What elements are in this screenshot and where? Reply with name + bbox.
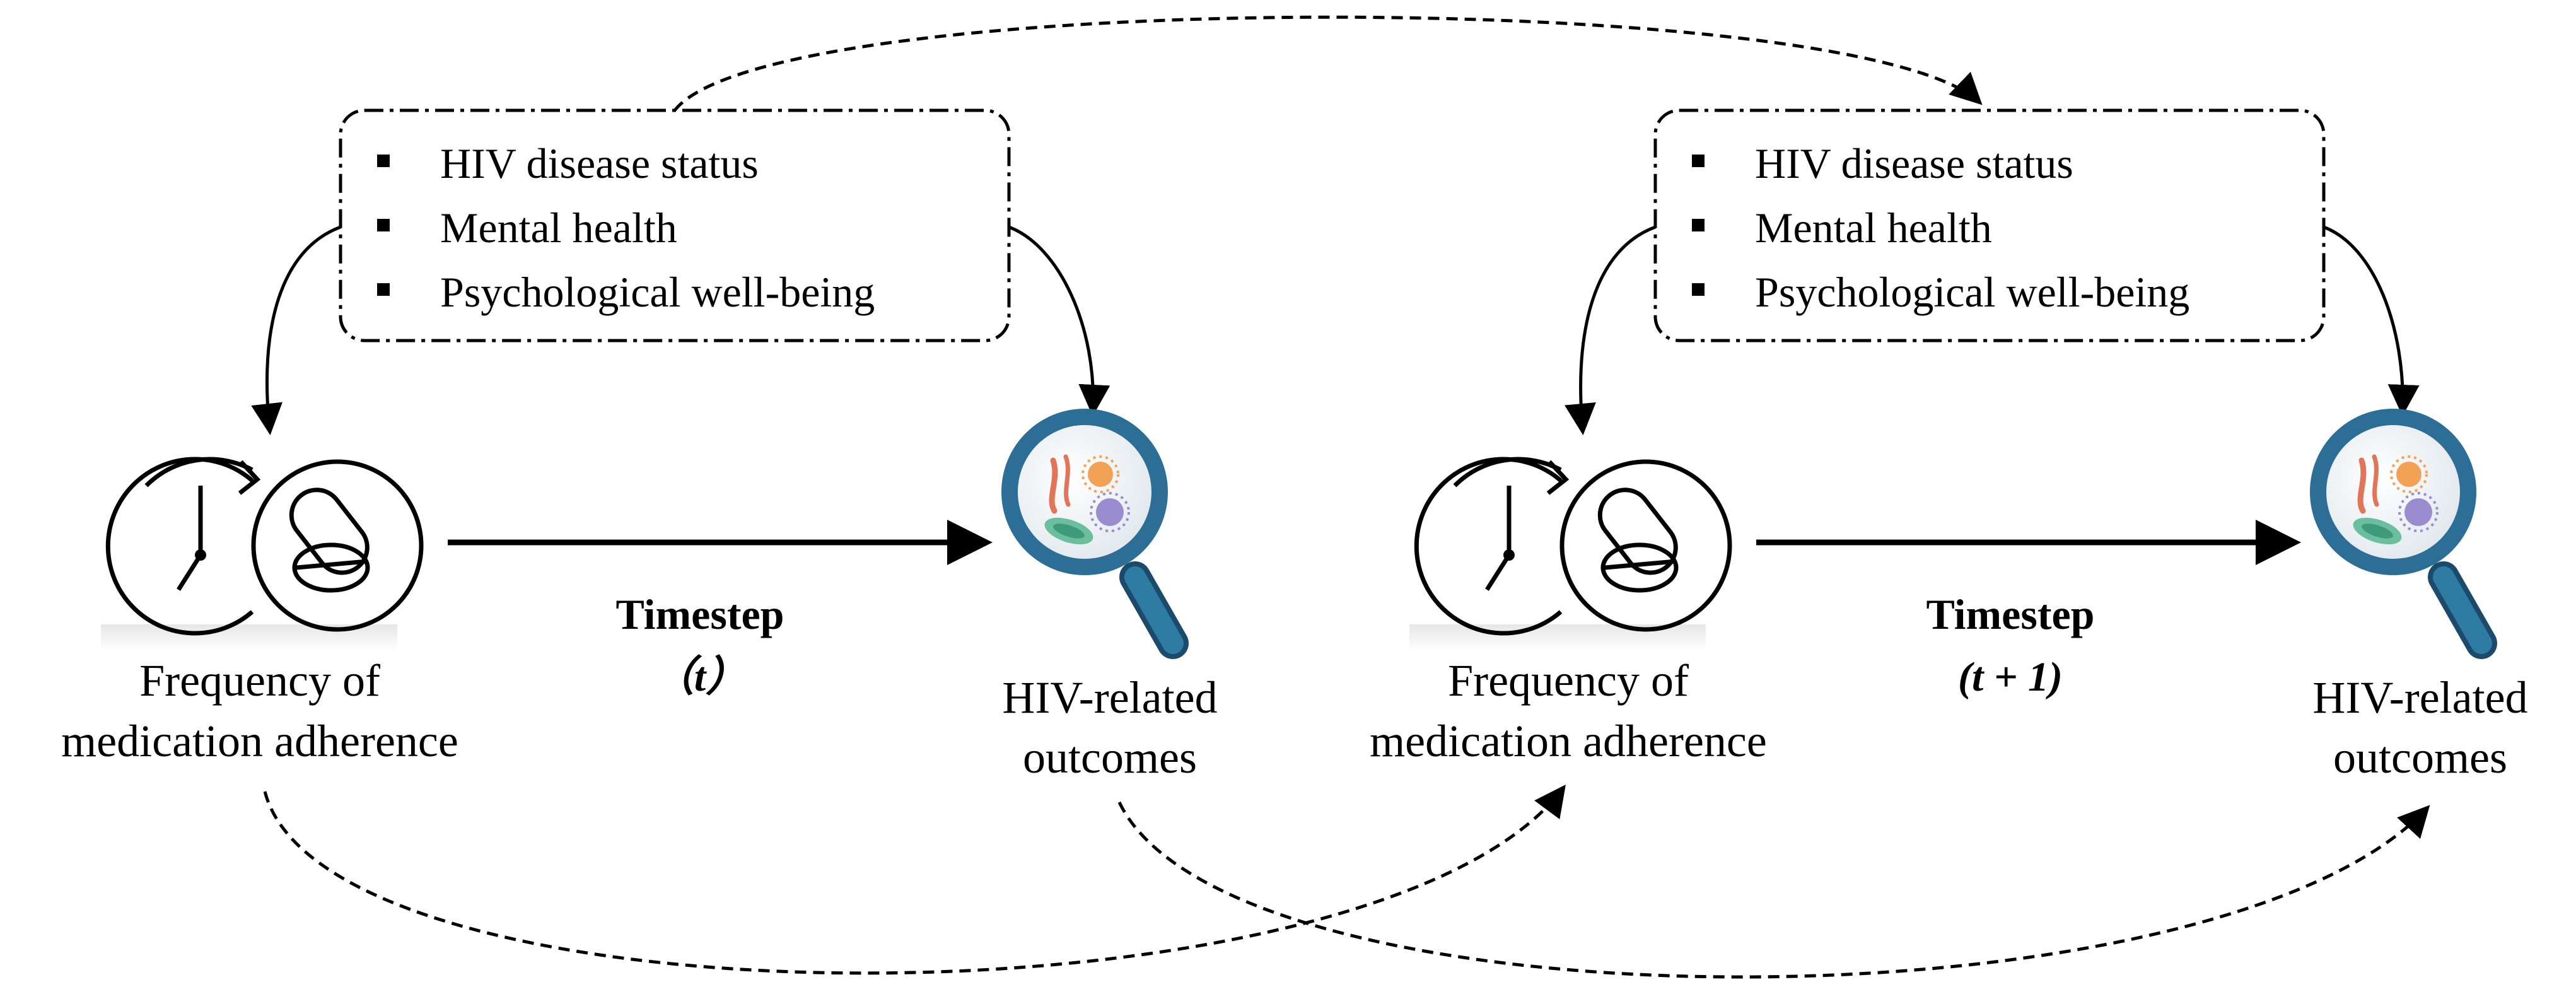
bullet-icon	[377, 155, 390, 167]
timestep-value: (t + 1)	[1958, 654, 2063, 700]
factors-to-outcome-arrow	[2323, 225, 2420, 416]
factors-to-adherence-arrow	[1565, 225, 1656, 435]
outcome-label: HIV-related	[1002, 672, 1217, 723]
factor-box	[339, 108, 1011, 342]
timestep-label: Timestep	[616, 590, 784, 638]
adherence-label: medication adherence	[1370, 716, 1767, 766]
timestep-label: Timestep	[1926, 590, 2095, 638]
factor-item: Psychological well-being	[1755, 268, 2189, 316]
bullet-icon	[1692, 155, 1705, 167]
factor-item: HIV disease status	[1755, 139, 2073, 187]
temporal-dashed-arrows	[263, 15, 2430, 979]
clock-and-pill-icon	[101, 457, 424, 651]
factors-to-factors-arrow	[673, 15, 1983, 112]
outcome-label: outcomes	[1023, 732, 1197, 783]
timestep-value: （t）	[653, 654, 747, 700]
factor-list: HIV disease status Mental health Psychol…	[1692, 139, 2189, 316]
panel-timestep-t: HIV disease status Mental health Psychol…	[61, 108, 1218, 783]
factor-item: HIV disease status	[440, 139, 759, 187]
adherence-to-adherence-arrow	[263, 784, 1566, 975]
factors-to-outcome-arrow	[1008, 225, 1110, 416]
magnifier-with-microbes-icon	[1001, 409, 1189, 659]
outcome-to-outcome-arrow	[1117, 801, 2430, 979]
bullet-icon	[377, 283, 390, 296]
factor-item: Mental health	[440, 204, 677, 252]
factor-box	[1653, 108, 2326, 342]
adherence-label: medication adherence	[61, 716, 458, 766]
factor-list: HIV disease status Mental health Psychol…	[377, 139, 875, 316]
bullet-icon	[1692, 219, 1705, 231]
factor-item: Psychological well-being	[440, 268, 875, 316]
adherence-label: Frequency of	[1448, 655, 1689, 706]
adherence-label: Frequency of	[139, 655, 380, 706]
outcome-label: HIV-related	[2312, 672, 2527, 723]
magnifier-with-microbes-icon	[2310, 409, 2497, 659]
factors-to-adherence-arrow	[251, 225, 341, 435]
panel-timestep-t-plus-1: HIV disease status Mental health Psychol…	[1370, 108, 2528, 783]
bullet-icon	[1692, 283, 1705, 296]
factor-item: Mental health	[1755, 204, 1992, 252]
outcome-label: outcomes	[2333, 732, 2507, 783]
bullet-icon	[377, 219, 390, 231]
clock-and-pill-icon	[1409, 457, 1732, 651]
